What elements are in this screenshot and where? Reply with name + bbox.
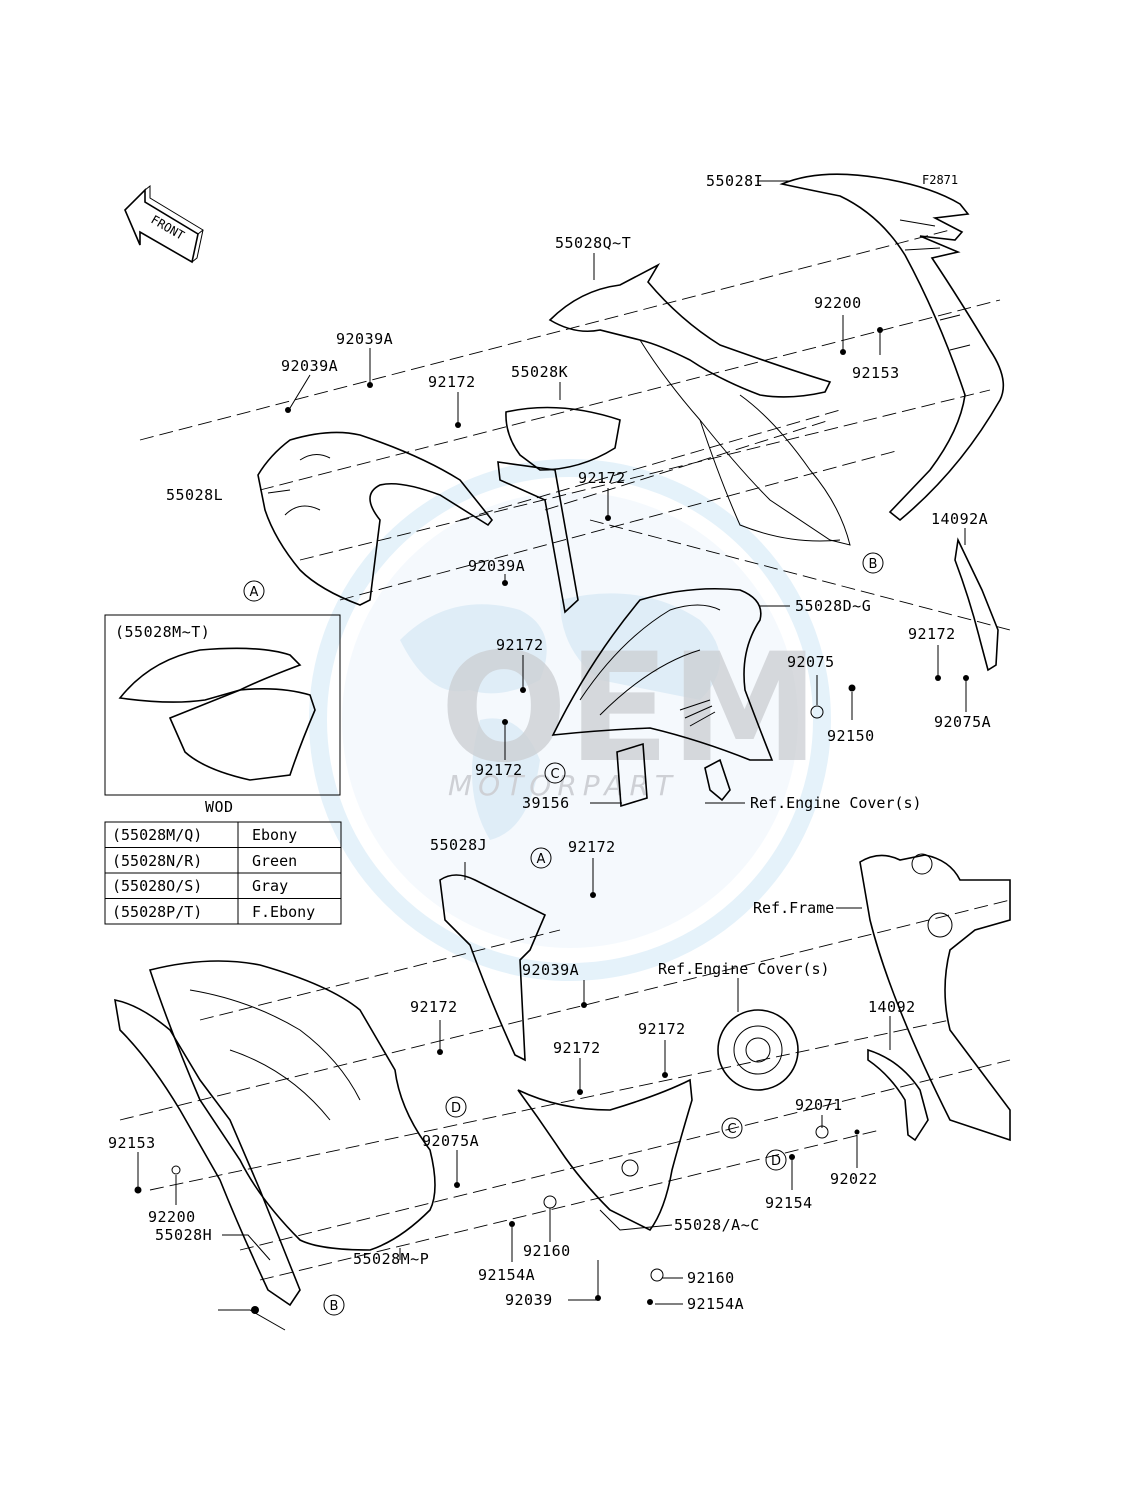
label-92039A-3: 92039A <box>468 557 525 575</box>
label-92153-top: 92153 <box>852 364 900 382</box>
label-92172-8: 92172 <box>638 1020 686 1038</box>
part-labels: 55028I 55028Q~T 92200 92153 92039A 92039… <box>108 172 991 1313</box>
label-92200-bot: 92200 <box>148 1208 196 1226</box>
label-92172-5: 92172 <box>475 761 523 779</box>
part-55028A-C-outline <box>517 1078 693 1232</box>
inset-title: (55028M~T) <box>115 623 210 641</box>
label-55028L: 55028L <box>166 486 223 504</box>
watermark-main: OEM <box>440 622 819 796</box>
label-92160-2: 92160 <box>687 1269 735 1287</box>
label-ref-engine-cover-1: Ref.Engine Cover(s) <box>750 794 922 812</box>
label-55028K: 55028K <box>511 363 568 381</box>
label-55028D-G: 55028D~G <box>795 597 871 615</box>
circle-C2: C <box>727 1122 736 1137</box>
leader-lines <box>137 180 967 1331</box>
label-55028A-C: 55028/A~C <box>674 1216 760 1234</box>
label-14092A: 14092A <box>931 510 988 528</box>
label-14092: 14092 <box>868 998 916 1016</box>
color-table-part-0: (55028M/Q) <box>112 826 202 844</box>
part-55028L-outline <box>257 431 494 606</box>
circle-D2: D <box>771 1154 781 1169</box>
frame-outline <box>859 853 1011 1142</box>
label-92071: 92071 <box>795 1096 843 1114</box>
color-table: (55028M/Q) Ebony (55028N/R) Green (55028… <box>104 821 342 925</box>
label-92172-2: 92172 <box>578 469 626 487</box>
label-55028M-P: 55028M~P <box>353 1250 429 1268</box>
label-92075: 92075 <box>787 653 835 671</box>
part-55028J-outline <box>439 874 547 1062</box>
label-92160-1: 92160 <box>523 1242 571 1260</box>
watermark-sub: MOTORPART <box>448 769 678 802</box>
color-table-part-3: (55028P/T) <box>112 903 202 921</box>
part-55028H-outline <box>114 998 301 1307</box>
label-92172-9: 92172 <box>553 1039 601 1057</box>
engine-cover-bracket-outline <box>704 758 731 802</box>
part-55028K-outline <box>497 406 621 614</box>
reference-circles: A A B B C C D D <box>243 552 884 1316</box>
watermark: OEM MOTORPART <box>309 459 831 981</box>
part-14092A-outline <box>954 537 999 672</box>
label-92172-1: 92172 <box>428 373 476 391</box>
color-table-part-2: (55028O/S) <box>112 877 202 895</box>
part-55028Q-T-outline <box>548 262 851 546</box>
label-55028J: 55028J <box>430 836 487 854</box>
color-table-part-1: (55028N/R) <box>112 852 202 870</box>
label-92039A-4: 92039A <box>522 961 579 979</box>
color-table-color-1: Green <box>252 852 297 870</box>
inset-caption: WOD <box>205 798 234 816</box>
label-92172-6: 92172 <box>568 838 616 856</box>
assembly-lines <box>119 229 1011 1281</box>
label-92154A-1: 92154A <box>478 1266 535 1284</box>
circle-A2: A <box>537 852 546 867</box>
label-39156: 39156 <box>522 794 570 812</box>
label-92172-7: 92172 <box>410 998 458 1016</box>
label-92154A-2: 92154A <box>687 1295 744 1313</box>
label-92039A-2: 92039A <box>281 357 338 375</box>
label-92075A-1: 92075A <box>934 713 991 731</box>
circle-C1: C <box>550 767 559 782</box>
label-55028Q-T: 55028Q~T <box>555 234 631 252</box>
part-39156-outline <box>616 742 648 808</box>
engine-cover-outline <box>717 1009 799 1091</box>
label-55028H: 55028H <box>155 1226 212 1244</box>
label-92200-top: 92200 <box>814 294 862 312</box>
part-55028I-outline <box>779 173 1005 522</box>
circle-B2: B <box>330 1299 339 1314</box>
front-direction-arrow: FRONT <box>124 184 204 264</box>
color-table-color-0: Ebony <box>252 826 297 844</box>
label-92153-bot: 92153 <box>108 1134 156 1152</box>
color-table-color-3: F.Ebony <box>252 903 315 921</box>
label-55028I: 55028I <box>706 172 763 190</box>
label-92172-3: 92172 <box>496 636 544 654</box>
label-92039: 92039 <box>505 1291 553 1309</box>
label-ref-frame: Ref.Frame <box>753 899 834 917</box>
circle-D1: D <box>451 1101 461 1116</box>
label-92154: 92154 <box>765 1194 813 1212</box>
color-table-color-2: Gray <box>252 877 288 895</box>
part-55028D-G-outline <box>551 587 774 761</box>
label-92075A-2: 92075A <box>422 1132 479 1150</box>
part-14092-outline <box>867 1048 929 1142</box>
circle-B1: B <box>869 557 878 572</box>
figure-code: F2871 <box>922 173 958 187</box>
circle-A1: A <box>250 585 259 600</box>
label-92022: 92022 <box>830 1170 878 1188</box>
inset-box: (55028M~T) WOD <box>104 614 341 816</box>
part-55028M-P-outline <box>148 960 436 1251</box>
label-92172-4: 92172 <box>908 625 956 643</box>
label-ref-engine-cover-2: Ref.Engine Cover(s) <box>658 960 830 978</box>
label-92039A-1: 92039A <box>336 330 393 348</box>
label-92150: 92150 <box>827 727 875 745</box>
